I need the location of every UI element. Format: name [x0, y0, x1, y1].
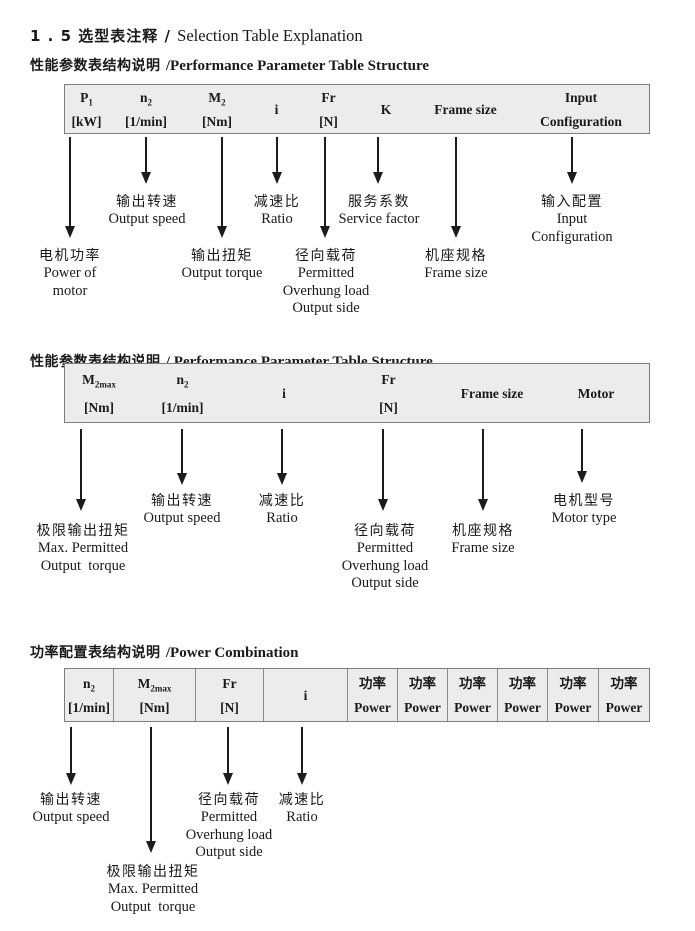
performance-table-1: P1[kW] n2[1/min] M2[Nm] i Fr[N] K Frame …: [64, 84, 650, 134]
down-arrow-icon: [296, 727, 308, 785]
section3-heading-en: /Power Combination: [165, 645, 299, 661]
down-arrow-icon: [271, 137, 283, 184]
section1-heading-cn: 性能参数表结构说明: [30, 58, 166, 74]
column-header-cell: Frame size: [460, 385, 524, 401]
column-header-cell: n2[1/min]: [125, 89, 167, 129]
column-header-cell: i: [263, 669, 347, 721]
column-header-cell: n2[1/min]: [161, 371, 204, 415]
down-arrow-icon: [140, 137, 152, 184]
column-header-cell: Fr[N]: [195, 669, 263, 721]
column-header-cell: Frame size: [434, 101, 497, 117]
page-title-en: Selection Table Explanation: [177, 26, 363, 45]
column-header-cell: M2max[Nm]: [82, 371, 116, 415]
down-arrow-icon: [222, 727, 234, 785]
column-header-cell: M2max[Nm]: [113, 669, 195, 721]
down-arrow-icon: [64, 137, 76, 238]
down-arrow-icon: [566, 137, 578, 184]
column-header-cell: M2[Nm]: [202, 89, 232, 129]
down-arrow-icon: [65, 727, 77, 785]
performance-table-2: M2max[Nm] n2[1/min] i Fr[N] Frame size M…: [64, 363, 650, 423]
column-header-cell: n2[1/min]: [68, 675, 110, 715]
section3-heading: 功率配置表结构说明 /Power Combination: [14, 624, 299, 680]
section1-heading: 性能参数表结构说明 /Performance Parameter Table S…: [14, 37, 429, 93]
column-header-cell: P1[kW]: [71, 89, 102, 129]
column-header-cell: i: [274, 101, 279, 117]
down-arrow-icon: [576, 429, 588, 483]
column-header-cell: i: [282, 385, 286, 401]
down-arrow-icon: [75, 429, 87, 511]
column-header-cell: Motor: [577, 385, 615, 401]
down-arrow-icon: [276, 429, 288, 485]
down-arrow-icon: [372, 137, 384, 184]
down-arrow-icon: [319, 137, 331, 238]
column-header-cell: K: [380, 101, 392, 117]
page-title: 1 . 5 选型表注释 / Selection Table Explanatio…: [14, 7, 363, 64]
page-title-cn: 1 . 5 选型表注释 /: [30, 27, 178, 45]
down-arrow-icon: [450, 137, 462, 238]
down-arrow-icon: [176, 429, 188, 485]
section3-heading-cn: 功率配置表结构说明: [30, 645, 166, 661]
down-arrow-icon: [377, 429, 389, 511]
column-header-cell: Fr[N]: [319, 89, 338, 129]
down-arrow-icon: [477, 429, 489, 511]
column-header-cell: Fr[N]: [379, 371, 398, 415]
section1-heading-en: /Performance Parameter Table Structure: [165, 58, 429, 74]
down-arrow-icon: [216, 137, 228, 238]
down-arrow-icon: [145, 727, 157, 853]
